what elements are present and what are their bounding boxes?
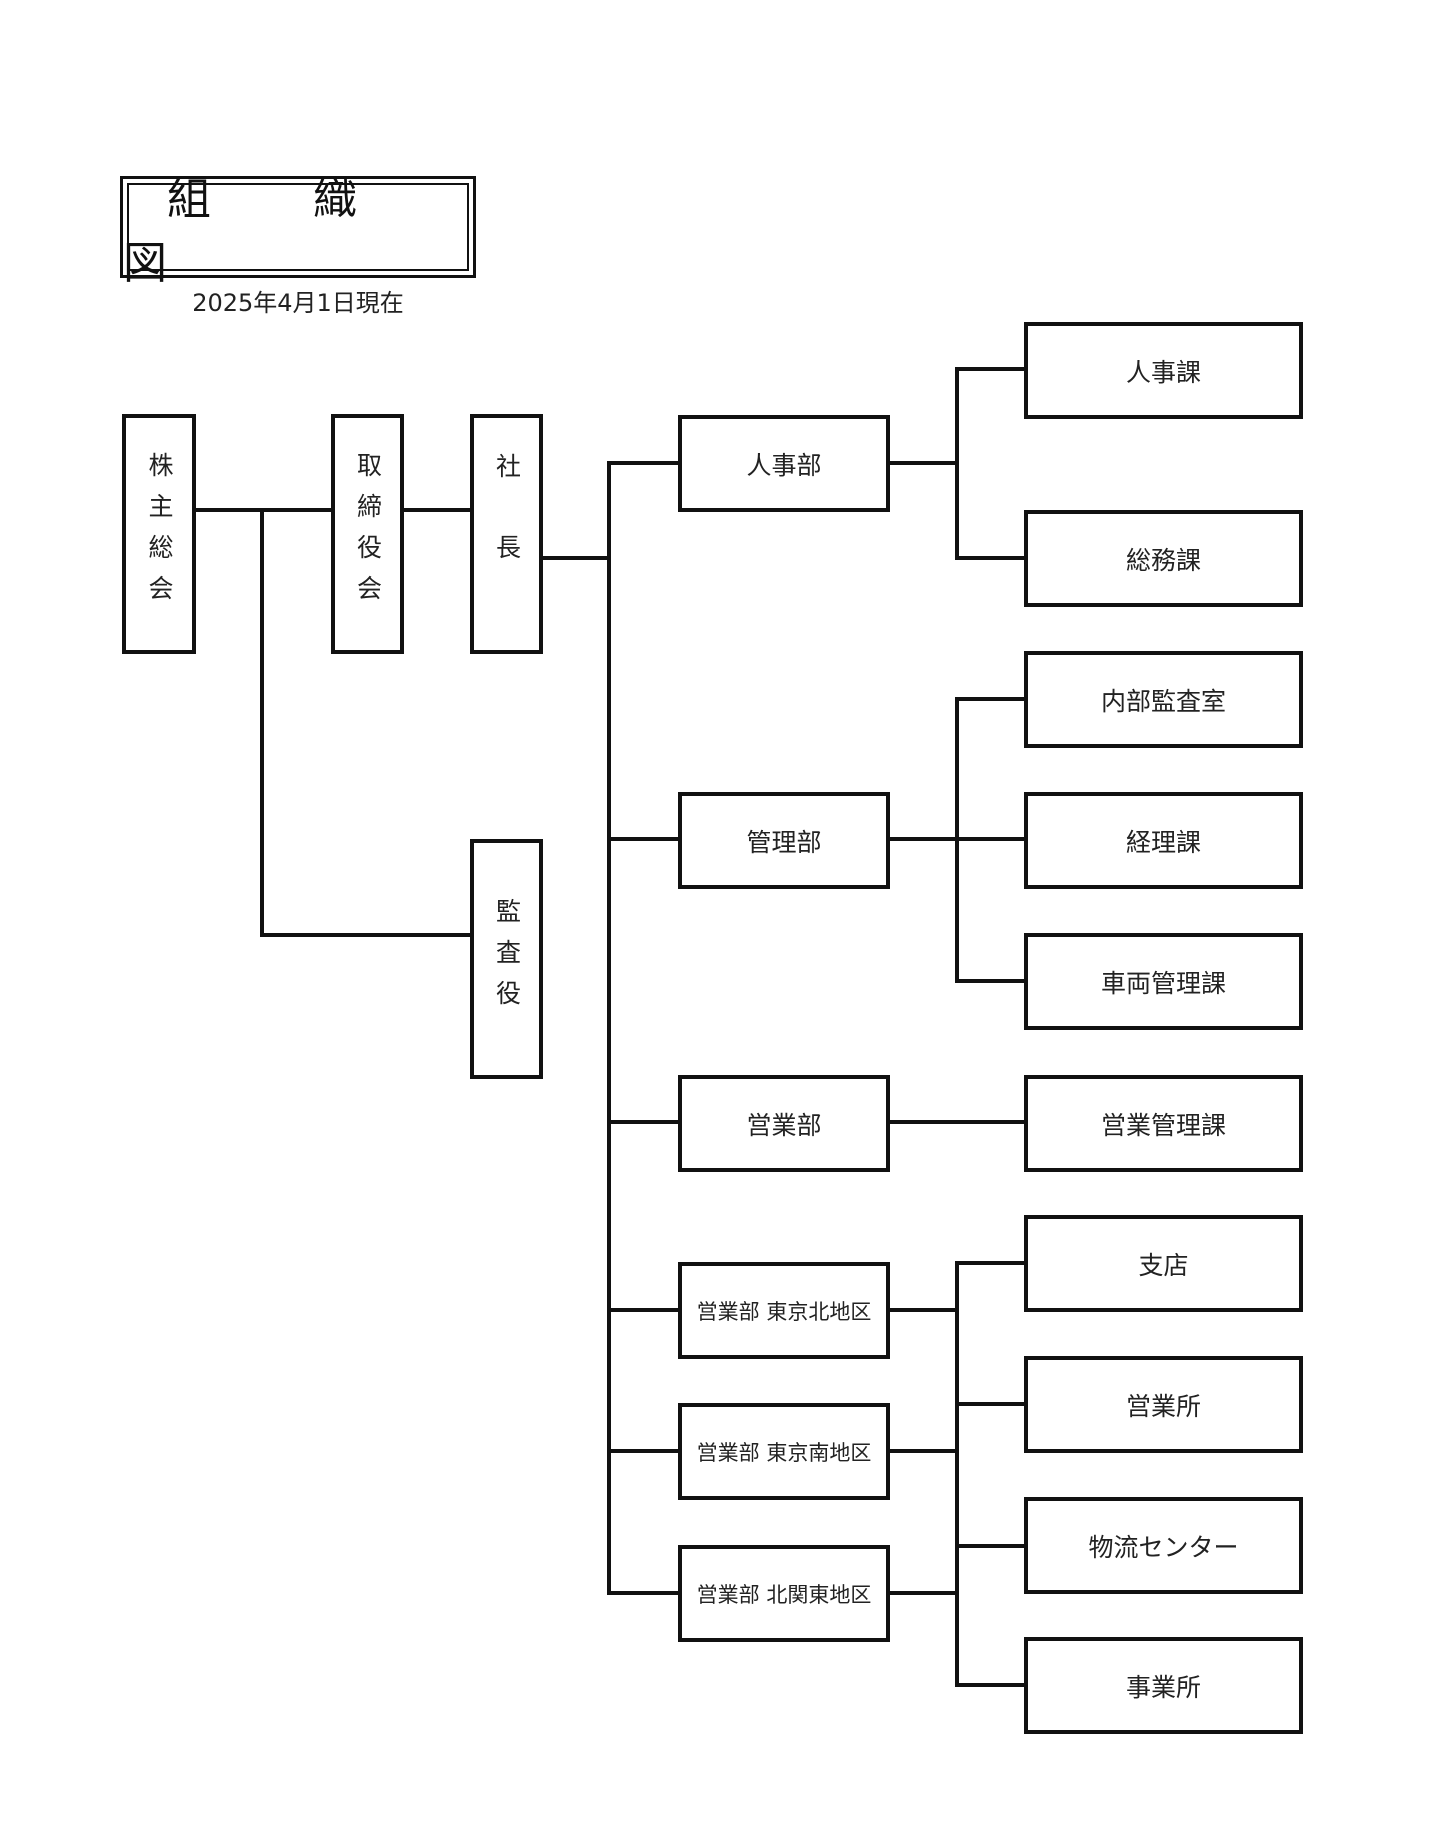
title-box: 組 織 図: [120, 174, 476, 289]
node-branch: 支店: [1024, 1215, 1303, 1312]
as-of-date: 2025年4月1日現在: [192, 289, 404, 317]
node-sales-dept: 営業部: [678, 1075, 890, 1172]
node-sales-office: 営業所: [1024, 1356, 1303, 1453]
node-admin-dept: 管理部: [678, 792, 890, 889]
node-logistics-center: 物流センター: [1024, 1497, 1303, 1594]
page-title: 組 織 図: [123, 174, 401, 289]
node-label: 監査役: [492, 897, 522, 1021]
node-label: 社長: [492, 453, 522, 615]
node-sales-tokyo-north: 営業部 東京北地区: [678, 1262, 890, 1359]
node-label: 取締役会: [353, 452, 383, 616]
node-internal-audit: 内部監査室: [1024, 651, 1303, 748]
node-auditor: 監査役: [470, 839, 543, 1079]
node-president: 社長: [470, 414, 543, 654]
node-accounting: 経理課: [1024, 792, 1303, 889]
node-board: 取締役会: [331, 414, 404, 654]
node-sales-tokyo-south: 営業部 東京南地区: [678, 1403, 890, 1500]
node-general-affairs: 総務課: [1024, 510, 1303, 607]
node-vehicle-mgmt: 車両管理課: [1024, 933, 1303, 1030]
node-business-office: 事業所: [1024, 1637, 1303, 1734]
node-sales-mgmt: 営業管理課: [1024, 1075, 1303, 1172]
node-hr-dept: 人事部: [678, 415, 890, 512]
node-label: 株主総会: [145, 452, 174, 616]
node-hr-section: 人事課: [1024, 322, 1303, 419]
node-sales-kitakanto: 営業部 北関東地区: [678, 1545, 890, 1642]
node-shareholders: 株主総会: [122, 414, 196, 654]
